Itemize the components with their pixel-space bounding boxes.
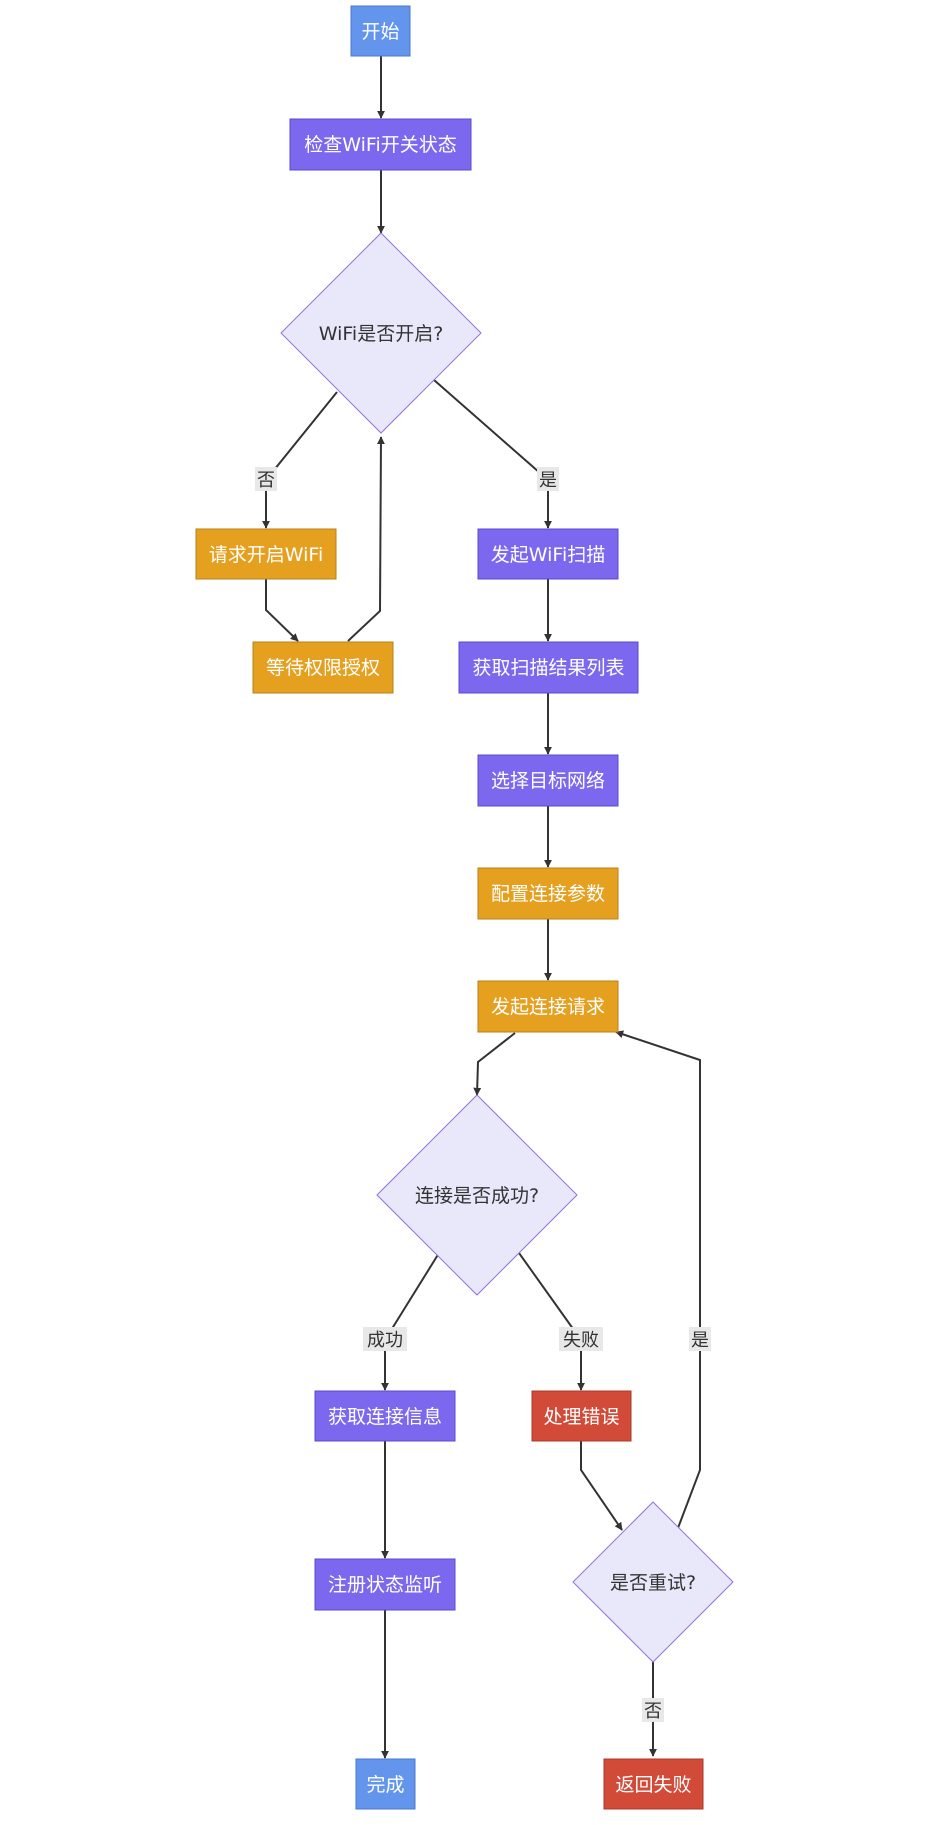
svg-text:开始: 开始 bbox=[361, 21, 399, 43]
svg-text:等待权限授权: 等待权限授权 bbox=[266, 657, 380, 679]
node-start: 开始 bbox=[350, 5, 411, 57]
node-start-scan: 发起WiFi扫描 bbox=[477, 528, 619, 580]
node-select-network: 选择目标网络 bbox=[477, 754, 619, 807]
svg-text:失败: 失败 bbox=[563, 1330, 599, 1351]
node-connected-decision: 连接是否成功? bbox=[376, 1094, 578, 1296]
svg-text:选择目标网络: 选择目标网络 bbox=[491, 770, 605, 792]
edge-success bbox=[381, 1252, 440, 1391]
node-check-switch: 检查WiFi开关状态 bbox=[289, 118, 472, 171]
edge-error-to-retry-q bbox=[580, 1441, 623, 1531]
node-config-params: 配置连接参数 bbox=[477, 867, 619, 920]
edge-labels: 否 是 成功 失败 是 否 bbox=[255, 467, 711, 1722]
svg-text:否: 否 bbox=[257, 470, 275, 491]
edge-retry-yes bbox=[615, 1030, 701, 1529]
svg-text:返回失败: 返回失败 bbox=[615, 1774, 691, 1796]
svg-text:完成: 完成 bbox=[366, 1774, 404, 1796]
node-get-results: 获取扫描结果列表 bbox=[458, 641, 639, 694]
svg-text:处理错误: 处理错误 bbox=[543, 1406, 619, 1428]
svg-text:检查WiFi开关状态: 检查WiFi开关状态 bbox=[304, 134, 456, 156]
edge-request-to-wait bbox=[265, 579, 299, 642]
edge-failure bbox=[518, 1252, 585, 1391]
svg-text:请求开启WiFi: 请求开启WiFi bbox=[209, 544, 323, 566]
edge-label-failure: 失败 bbox=[559, 1327, 603, 1351]
svg-text:发起WiFi扫描: 发起WiFi扫描 bbox=[491, 544, 605, 566]
node-connect-request: 发起连接请求 bbox=[477, 980, 619, 1033]
node-request-enable: 请求开启WiFi bbox=[195, 528, 337, 580]
svg-text:是否重试?: 是否重试? bbox=[610, 1572, 696, 1594]
svg-text:注册状态监听: 注册状态监听 bbox=[328, 1574, 442, 1596]
edge-label-wifi-yes: 是 bbox=[537, 467, 559, 491]
edge-label-retry-no: 否 bbox=[642, 1698, 664, 1722]
node-retry-decision: 是否重试? bbox=[572, 1501, 734, 1663]
svg-text:获取扫描结果列表: 获取扫描结果列表 bbox=[472, 657, 624, 679]
node-wait-permission: 等待权限授权 bbox=[252, 641, 394, 694]
svg-text:发起连接请求: 发起连接请求 bbox=[491, 996, 605, 1018]
edge-connect-to-connected-q bbox=[473, 1032, 516, 1096]
svg-text:是: 是 bbox=[539, 470, 557, 491]
edge-label-retry-yes: 是 bbox=[689, 1327, 711, 1351]
node-get-conn-info: 获取连接信息 bbox=[314, 1390, 456, 1442]
svg-text:连接是否成功?: 连接是否成功? bbox=[415, 1185, 539, 1207]
node-done: 完成 bbox=[355, 1758, 416, 1810]
svg-text:WiFi是否开启?: WiFi是否开启? bbox=[319, 323, 444, 345]
node-wifi-on-decision: WiFi是否开启? bbox=[280, 232, 482, 434]
svg-text:获取连接信息: 获取连接信息 bbox=[328, 1406, 442, 1428]
svg-text:成功: 成功 bbox=[367, 1330, 403, 1351]
node-handle-error: 处理错误 bbox=[531, 1390, 632, 1442]
svg-text:是: 是 bbox=[691, 1330, 709, 1351]
edge-label-wifi-no: 否 bbox=[255, 467, 277, 491]
edge-wait-to-wifi-q bbox=[347, 436, 385, 642]
edge-wifi-no bbox=[262, 391, 338, 529]
svg-text:否: 否 bbox=[644, 1701, 662, 1722]
node-return-fail: 返回失败 bbox=[603, 1758, 704, 1810]
svg-text:配置连接参数: 配置连接参数 bbox=[491, 883, 605, 905]
node-register-listener: 注册状态监听 bbox=[314, 1558, 456, 1611]
edge-label-success: 成功 bbox=[363, 1327, 407, 1351]
edge-wifi-yes bbox=[433, 379, 552, 529]
nodes: 开始 检查WiFi开关状态 WiFi是否开启? 请求开启WiFi 发起WiFi扫… bbox=[195, 5, 734, 1810]
